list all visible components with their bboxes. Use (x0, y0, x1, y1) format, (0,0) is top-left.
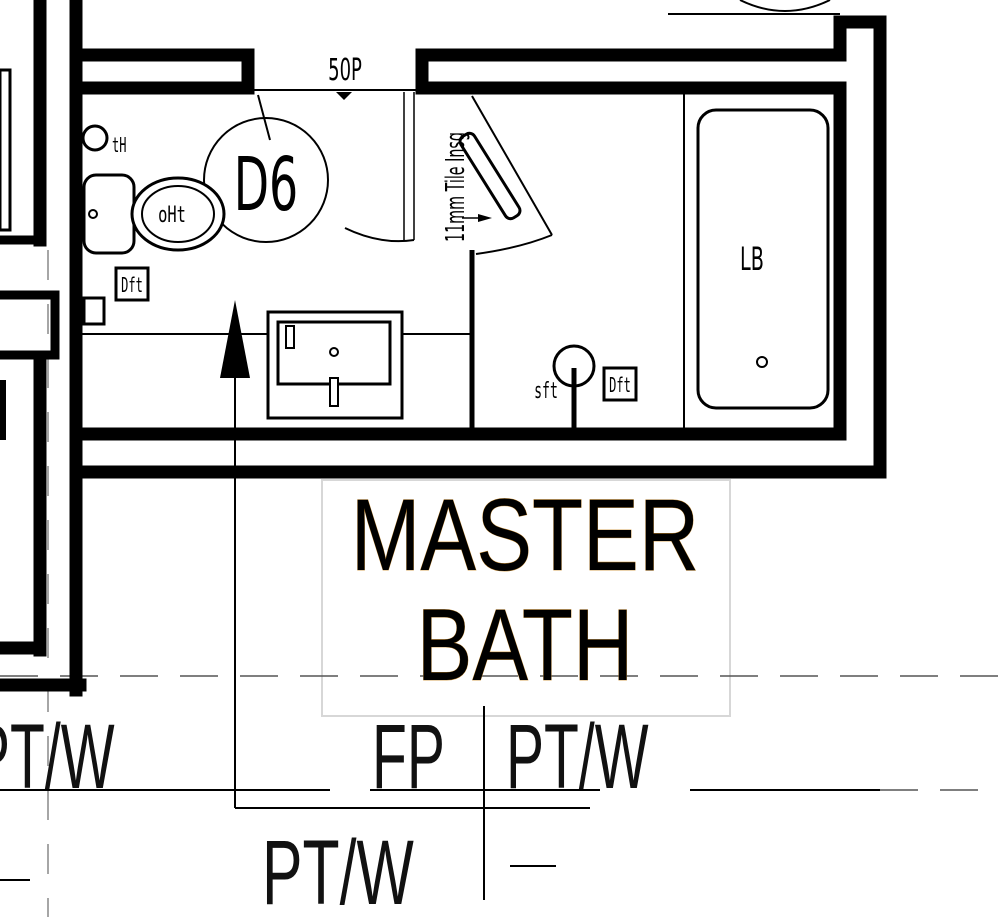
toilet-tank (82, 173, 136, 255)
sink-faucet (329, 377, 339, 407)
sink-drain (329, 347, 339, 357)
shower-door-leaf (471, 95, 553, 236)
sink-mark (285, 325, 295, 349)
outlet-box (602, 366, 638, 402)
bathtub (696, 108, 830, 410)
header-note-pointer (336, 92, 352, 100)
wall-segment (0, 68, 12, 232)
header-note: 50P (328, 52, 362, 87)
wall-segment (73, 48, 255, 95)
finish-label-center: PT/W (506, 706, 649, 808)
door-swing-arc (344, 227, 415, 243)
room-name-line1: MASTER (351, 478, 700, 592)
shower-label: sft (534, 379, 558, 404)
paper-holder-icon (81, 124, 109, 152)
toilet-flush (88, 209, 98, 219)
door-tag: D6 (234, 141, 299, 228)
gfi-label-toilet: Dft (121, 274, 143, 297)
door-tag-bubble (203, 117, 329, 243)
wall-segment (0, 380, 6, 440)
outlet-box (82, 296, 106, 326)
toilet-bowl (130, 176, 226, 252)
room-name-line2: BATH (417, 588, 634, 702)
tile-note-arrow (478, 214, 492, 222)
tub-drain (756, 356, 768, 368)
shower-door-arc (475, 234, 553, 255)
toilet-seat (141, 185, 215, 243)
section-arrowhead (220, 300, 250, 378)
partial-fixture (668, 0, 840, 15)
finish-label-left: PT/W (0, 706, 115, 808)
outlet-box (114, 266, 150, 302)
tile-note: 11mm Tile Insg (440, 132, 470, 242)
finish-label-fp: FP (372, 706, 445, 808)
shower-bench (458, 131, 522, 221)
tub-label: LB (740, 242, 764, 278)
paper-holder-label: tH (112, 134, 126, 157)
room-label-box (321, 479, 731, 717)
finish-label-bottom: PT/W (262, 820, 414, 917)
gfi-label-shower: Dft (609, 374, 631, 397)
toilet-label: oHt (158, 202, 186, 227)
wall-segment (415, 15, 887, 479)
